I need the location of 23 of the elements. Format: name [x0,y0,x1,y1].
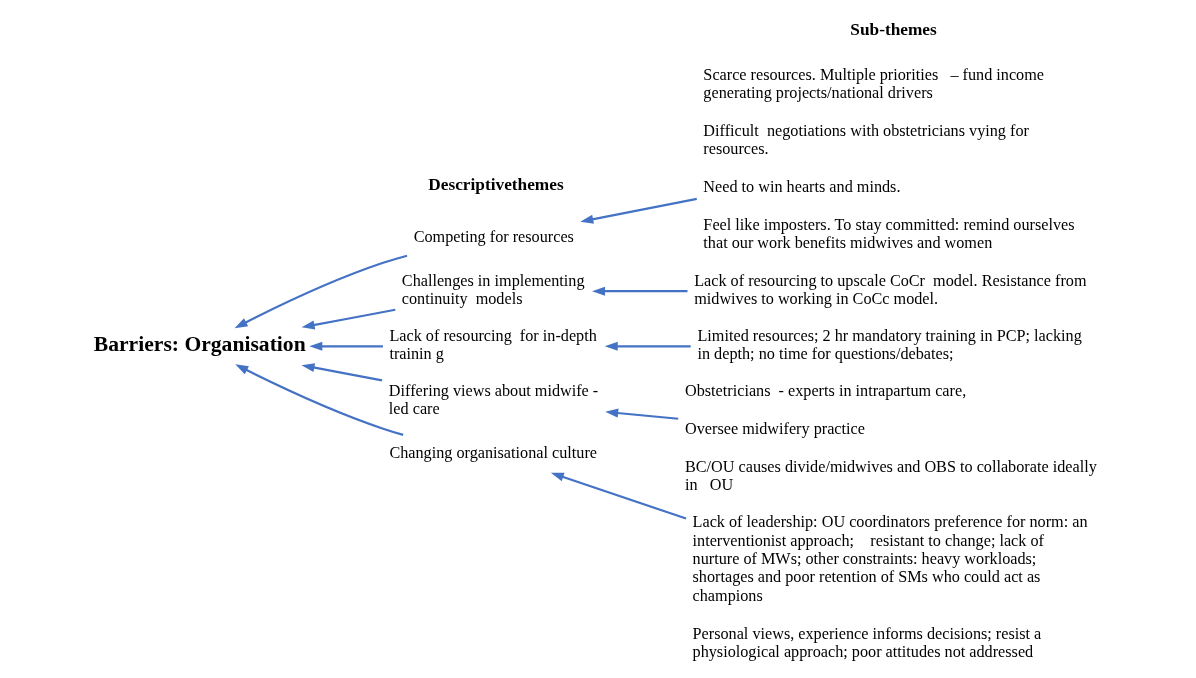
arrow [301,363,383,382]
arrow [234,254,408,329]
arrow [605,408,679,420]
arrow [550,472,687,520]
node-text: Lack of resourcing to upscale CoCr model. Resistance from midwives to working in CoCc model. [694,271,1087,309]
arrow [235,364,404,436]
node-text: Barriers: Organisation [93,331,306,356]
node-text: Challenges in implementing continuity models [401,271,585,309]
node-text: Differing views about midwife - led care [388,382,599,419]
arrow [604,341,691,351]
label: Descriptivethemes [428,175,564,195]
arrow [592,286,688,296]
node-text: Lack of resourcing for in-depth trainin g [389,326,597,364]
node-text: Lack of leadership: OU coordinators preference for norm: an interventionist approach; resistant to change; lack of nurture of MWs; other constraints: heavy workloads; shortages and poor retention of SMs who could act as champions Personal views, experience informs decisions; resist a physiological approach; poor attitudes not addressed [692,513,1088,662]
node-text: Obstetricians - experts in intrapartum care, Oversee midwifery practice BC/OU causes divide/midwives and OBS to collaborate ideally in OU [685,382,1097,495]
node-text: Limited resources; 2 hr mandatory training in PCP; lacking in depth; no time for questions/debates; [697,326,1082,364]
node-text: Competing for resources [413,228,574,246]
node-text: Changing organisational culture [389,444,598,463]
node-text: Scarce resources. Multiple priorities – fund income generating projects/national drivers Difficult negotiations with obstetricians vying for resources. Need to win hearts and minds. Feel like imposters. To stay committed: remind ourselves that our work benefits midwives and women [703,65,1075,253]
arrow [309,341,383,351]
arrow [580,197,697,224]
label: Sub-themes [850,19,937,39]
arrow [301,308,396,330]
